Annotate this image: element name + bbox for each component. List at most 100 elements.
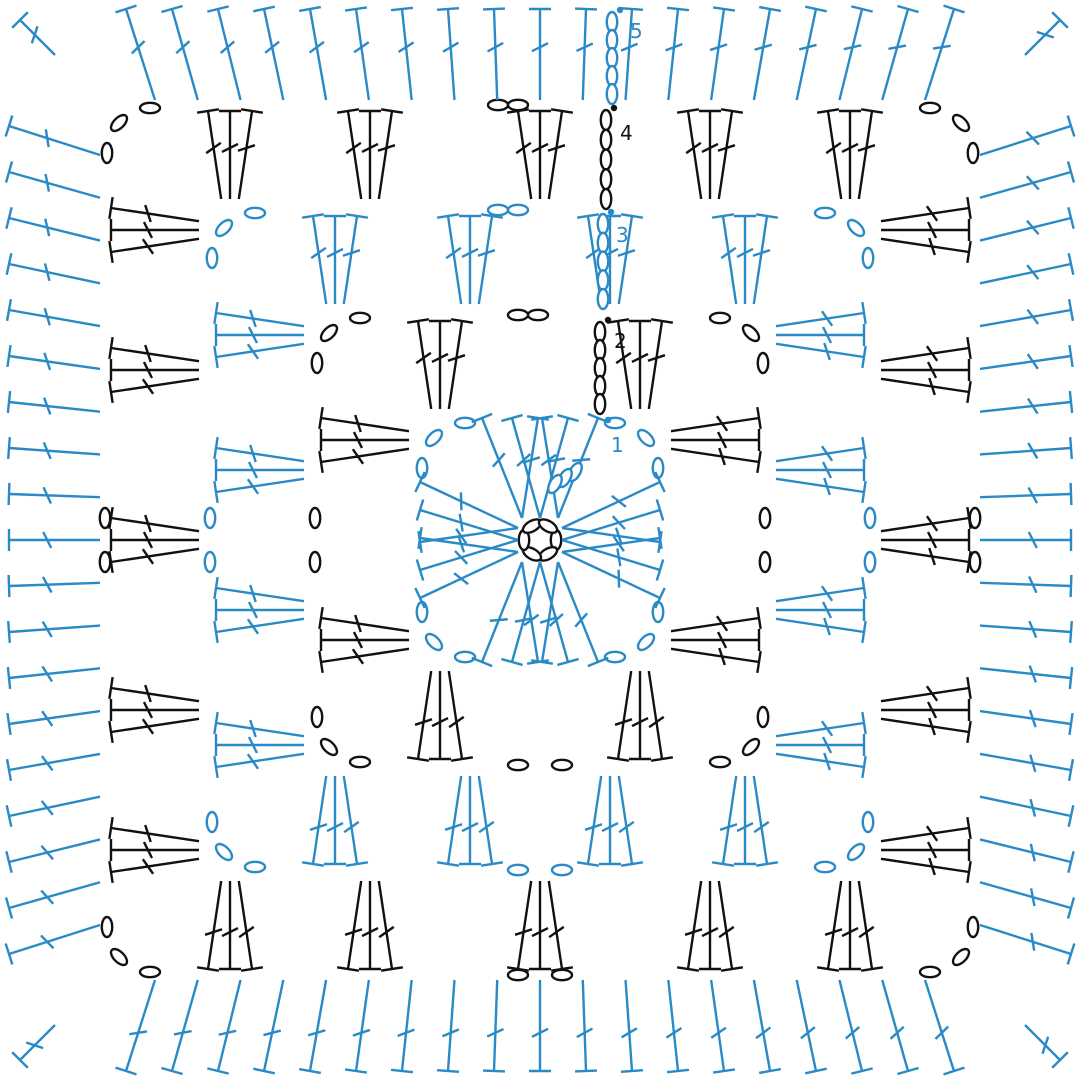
double-crochet-symbol xyxy=(7,620,101,644)
double-crochet-symbol xyxy=(979,881,1076,919)
double-crochet-symbol xyxy=(775,342,867,369)
double-crochet-symbol xyxy=(7,482,101,506)
chain-stitch-oval xyxy=(348,311,372,325)
double-crochet-symbol xyxy=(377,108,404,200)
double-crochet-symbol xyxy=(108,816,200,843)
double-crochet-symbol xyxy=(752,979,782,1075)
double-crochet-symbol xyxy=(301,775,328,867)
chain-stitch-oval xyxy=(138,965,162,979)
chain-stitch-oval xyxy=(203,550,217,574)
double-crochet-symbol xyxy=(506,108,533,200)
round-label-4: 4 xyxy=(620,121,633,145)
double-crochet-symbol xyxy=(447,670,474,762)
double-crochet-symbol xyxy=(5,795,101,828)
double-crochet-symbol xyxy=(620,7,644,101)
double-crochet-symbol xyxy=(795,5,828,101)
double-crochet-symbol xyxy=(880,336,972,363)
chain-stitch-oval xyxy=(603,650,627,664)
double-crochet-symbol xyxy=(4,923,101,965)
chain-stitch-oval xyxy=(109,947,129,967)
double-crochet-symbol xyxy=(7,436,101,460)
chain-stitch-oval xyxy=(846,842,866,862)
double-crochet-symbol xyxy=(776,459,866,481)
double-crochet-symbol xyxy=(880,857,972,884)
double-crochet-symbol xyxy=(979,665,1074,690)
chain-stitch-oval xyxy=(506,968,530,982)
chain-stitch-oval xyxy=(596,250,610,273)
double-crochet-symbol xyxy=(979,709,1074,736)
chain-stitch-oval xyxy=(951,947,971,967)
double-crochet-symbol xyxy=(880,676,972,703)
double-crochet-symbol xyxy=(752,5,782,101)
double-crochet-symbol xyxy=(979,482,1073,506)
double-crochet-symbol xyxy=(711,213,738,305)
double-crochet-symbol xyxy=(561,538,665,581)
double-crochet-symbol xyxy=(436,775,463,867)
chain-stitch-oval xyxy=(599,108,613,132)
chain-stitch-oval xyxy=(708,755,732,769)
double-crochet-symbol xyxy=(775,617,867,644)
double-crochet-symbol xyxy=(775,711,867,738)
double-crochet-symbol xyxy=(7,529,100,551)
double-crochet-symbol xyxy=(6,390,101,415)
double-crochet-symbol xyxy=(979,115,1076,157)
double-crochet-symbol xyxy=(734,214,756,304)
double-crochet-symbol xyxy=(880,196,972,223)
double-crochet-symbol xyxy=(324,776,346,866)
chain-stitch-oval xyxy=(846,218,866,238)
double-crochet-symbol xyxy=(196,108,223,200)
chain-stitch-oval xyxy=(605,82,619,106)
double-crochet-symbol xyxy=(161,979,199,1076)
double-crochet-symbol xyxy=(436,979,460,1073)
chain-stitch-oval xyxy=(550,863,574,877)
double-crochet-symbol xyxy=(979,344,1074,371)
chain-stitch-oval xyxy=(506,98,530,112)
double-crochet-symbol xyxy=(5,752,101,782)
double-crochet-symbol xyxy=(574,979,598,1073)
chain-stitch-oval xyxy=(214,842,234,862)
round-label-3: 3 xyxy=(616,223,629,247)
slip-stitch-dot xyxy=(604,416,612,424)
double-crochet-symbol xyxy=(775,436,867,463)
double-crochet-symbol xyxy=(857,880,884,972)
chain-stitch-oval xyxy=(918,101,942,115)
double-crochet-symbol xyxy=(979,298,1075,328)
double-crochet-symbol xyxy=(108,717,200,744)
chain-stitch-oval xyxy=(205,810,219,834)
double-crochet-symbol xyxy=(161,4,199,101)
double-crochet-symbol xyxy=(576,775,603,867)
double-crochet-symbol xyxy=(477,775,504,867)
double-crochet-symbol xyxy=(506,880,533,972)
double-crochet-symbol xyxy=(459,776,481,866)
double-crochet-symbol xyxy=(839,109,861,199)
chain-stitch-oval xyxy=(593,392,607,416)
double-crochet-symbol xyxy=(709,6,736,101)
double-crochet-symbol xyxy=(336,880,363,972)
double-crochet-symbol xyxy=(665,979,690,1074)
chain-stitch-oval xyxy=(98,506,112,530)
chain-stitch-oval xyxy=(861,246,875,270)
double-crochet-symbol xyxy=(561,499,665,542)
double-crochet-symbol xyxy=(429,319,451,409)
double-crochet-symbol xyxy=(324,214,346,304)
double-crochet-symbol xyxy=(717,880,744,972)
double-crochet-symbol xyxy=(108,377,200,404)
chain-stitch-oval xyxy=(596,231,610,254)
double-crochet-symbol xyxy=(6,665,101,690)
double-crochet-symbol xyxy=(980,529,1073,551)
double-crochet-symbol xyxy=(752,213,779,305)
double-crochet-symbol xyxy=(318,406,410,433)
double-crochet-symbol xyxy=(301,213,328,305)
chain-stitch-oval xyxy=(310,351,324,375)
chain-stitch-oval xyxy=(968,550,982,574)
double-crochet-symbol xyxy=(415,499,519,542)
double-crochet-symbol xyxy=(881,219,971,241)
chain-stitch-oval xyxy=(550,968,574,982)
chain-stitch-oval xyxy=(547,473,563,495)
double-crochet-symbol xyxy=(390,979,415,1074)
double-crochet-symbol xyxy=(108,857,200,884)
double-crochet-symbol xyxy=(561,471,666,530)
double-crochet-symbol xyxy=(775,477,867,504)
double-crochet-symbol xyxy=(5,207,101,242)
double-crochet-symbol xyxy=(923,979,965,1076)
